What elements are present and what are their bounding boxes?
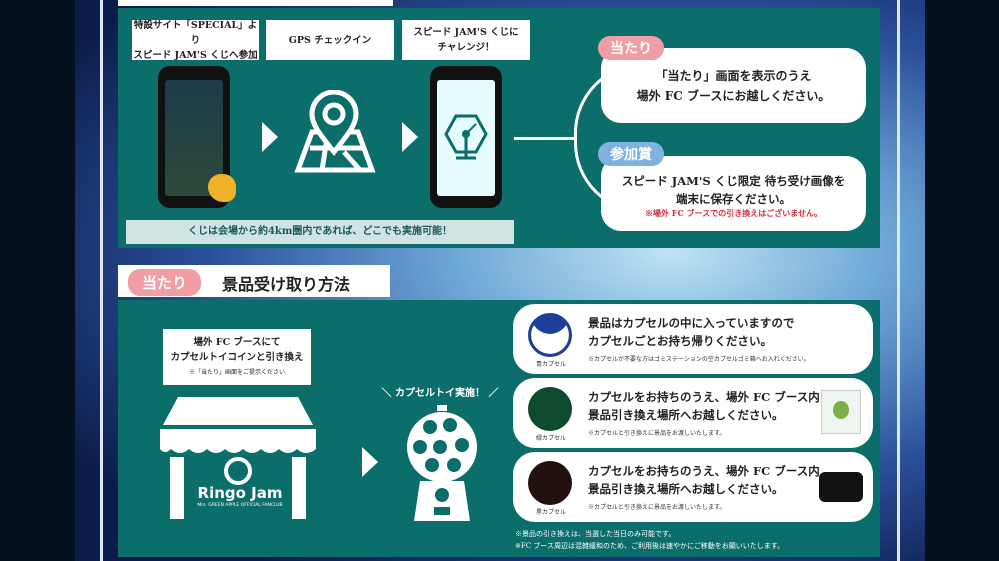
page-frame — [100, 0, 900, 561]
footnote: ※FC ブース周辺は混雑緩和のため、ご利用後は速やかにご移動をお願いいたします。 — [515, 542, 785, 550]
capsule-label: 青カプセル — [535, 361, 566, 368]
participation-tag: 参加賞 — [598, 142, 664, 166]
range-note: くじは会場から約4km圏内であれば、どこでも実施可能！ — [126, 220, 514, 244]
prize-card-black: 黒カプセル カプセルをお持ちのうえ、場外 FC ブース内 景品引き換え場所へお越… — [513, 452, 873, 522]
ringo-jam-logo: Ringo Jam — [197, 484, 283, 502]
win-text: 「当たり」画面を表示のうえ 場外 FC ブースにお越しください。 — [636, 69, 831, 103]
prize-card-green: 緑カプセル カプセルをお持ちのうえ、場外 FC ブース内 景品引き換え場所へお越… — [513, 378, 873, 448]
prize-note: ※カプセルが不要な方はゴミステーションの空カプセルゴミ箱へお入れください。 — [588, 356, 810, 363]
arrow-icon — [402, 122, 418, 152]
footnote: ※景品の引き換えは、当選した当日のみ可能です。 — [515, 530, 676, 538]
step1-label: 特設サイト「SPECIAL」より スピード JAM'S くじへ参加 — [132, 19, 259, 61]
step2-label: GPS チェックイン — [266, 20, 394, 60]
win-tag: 当たり — [598, 36, 664, 60]
prize-text: 景品はカプセルの中に入っていますので カプセルごとお持ち帰りください。 — [588, 316, 795, 348]
capsule-label: 黒カプセル — [535, 509, 566, 516]
phone-lottery — [430, 66, 502, 208]
capsule-label: 緑カプセル — [535, 435, 566, 442]
arrow-icon — [262, 122, 278, 152]
step3-label: スピード JAM'S くじに チャレンジ！ — [402, 20, 530, 60]
map-pin-icon — [294, 90, 376, 173]
tap-hand-icon — [208, 174, 236, 202]
tote-bag-image — [821, 390, 861, 434]
win-card: 「当たり」画面を表示のうえ 場外 FC ブースにお越しください。 — [601, 48, 866, 123]
capsule-toy-label: ＼ カプセルトイ実施！ ／ — [381, 388, 499, 399]
pouch-image — [819, 472, 863, 502]
lever-icon — [444, 114, 488, 160]
black-capsule-icon — [528, 461, 572, 505]
section2-title: 景品受け取り方法 — [222, 275, 351, 294]
prize-note: ※カプセルと引き換えに景品をお渡しいたします。 — [588, 504, 726, 511]
participation-text: スピード JAM'S くじ限定 待ち受け画像を 端末に保存ください。 — [621, 174, 846, 206]
section2-tag: 当たり — [128, 269, 202, 296]
blue-capsule-icon — [528, 313, 572, 357]
participation-card: スピード JAM'S くじ限定 待ち受け画像を 端末に保存ください。 ※場外 F… — [601, 156, 866, 231]
lottery-steps-panel: 特設サイト「SPECIAL」より スピード JAM'S くじへ参加 GPS チェ… — [118, 8, 880, 248]
arrow-icon — [362, 447, 378, 477]
prize-text: カプセルをお持ちのうえ、場外 FC ブース内 景品引き換え場所へお越しください。 — [588, 390, 820, 422]
prize-note: ※カプセルと引き換えに景品をお渡しいたします。 — [588, 430, 726, 437]
booth-icon — [160, 397, 316, 519]
prize-card-blue: 青カプセル 景品はカプセルの中に入っていますので カプセルごとお持ち帰りください… — [513, 304, 873, 374]
top-strip — [118, 0, 393, 6]
phone-special-site — [158, 66, 236, 208]
gacha-machine-icon — [407, 405, 477, 521]
ringo-jam-logo-sub: Mrs. GREEN APPLE OFFICIAL FANCLUB — [197, 503, 283, 508]
prize-text: カプセルをお持ちのうえ、場外 FC ブース内 景品引き換え場所へお越しください。 — [588, 464, 820, 496]
green-capsule-icon — [528, 387, 572, 431]
connector-line — [514, 137, 574, 140]
booth-instructions: 場外 FC ブースにて カプセルトイコインと引き換え ※「当たり」画面をご提示く… — [163, 329, 311, 385]
participation-note: ※場外 FC ブースでの引き換えはございません。 — [645, 208, 822, 218]
